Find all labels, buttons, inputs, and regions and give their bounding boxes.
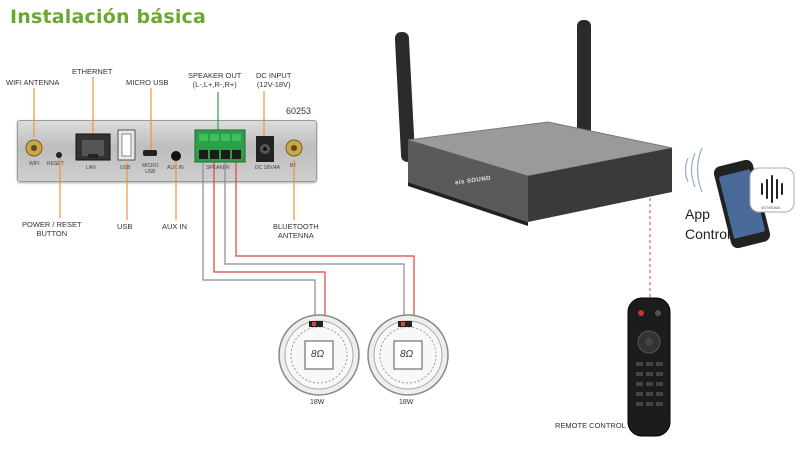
label-usb: USB	[117, 222, 133, 231]
label-speaker-out: SPEAKER OUT (L-,L+,R-,R+)	[188, 71, 241, 89]
panel-label-speaker: SPEAKER	[206, 165, 230, 171]
label-speaker-out-line1: SPEAKER OUT	[188, 71, 242, 80]
speaker-left	[278, 314, 360, 396]
remote-control-label: REMOTE CONTROL	[555, 421, 626, 430]
label-power-reset-line1: POWER / RESET	[22, 220, 82, 229]
panel-label-dc: DC 18V/4A	[255, 165, 281, 171]
label-micro-usb: MICRO USB	[126, 78, 169, 87]
panel-label-lan: LAN	[86, 165, 96, 171]
label-dc-input-line1: DC INPUT	[256, 71, 292, 80]
bluetooth-antenna-connector	[285, 139, 303, 157]
label-aux-in: AUX IN	[162, 222, 188, 231]
streamer-device	[394, 20, 673, 226]
remote-control-icon	[627, 297, 671, 437]
app-icon-text: 4STREAM	[761, 205, 780, 210]
panel-label-micro-usb: MICRO USB	[142, 163, 159, 175]
usb-port	[117, 129, 136, 161]
label-bluetooth-line2: ANTENNA	[277, 231, 314, 240]
micro-usb-port	[143, 150, 157, 156]
app-control-line1: App	[685, 206, 710, 222]
speaker-right-power: 18W	[399, 399, 414, 406]
panel-label-bt: BT	[290, 163, 297, 169]
lan-port	[75, 133, 111, 161]
panel-label-micro-line1: MICRO	[142, 163, 159, 169]
model-number: 60253	[286, 106, 312, 116]
speaker-left-impedance: 8Ω	[311, 349, 325, 360]
label-speaker-out-line2: (L-,L+,R-,R+)	[192, 80, 237, 89]
label-power-reset: POWER / RESET BUTTON	[22, 220, 82, 238]
reset-button-icon	[56, 152, 62, 158]
label-bluetooth-antenna: BLUETOOTH ANTENNA	[273, 222, 319, 240]
speaker-wires	[202, 162, 415, 320]
label-wifi-antenna: WIFI ANTENNA	[6, 78, 60, 87]
wireless-signal-icon	[684, 147, 703, 193]
panel-label-aux-in: AUX IN	[167, 165, 184, 171]
wifi-antenna-connector	[25, 139, 43, 157]
speaker-right	[367, 314, 449, 396]
app-control-label: App Control	[685, 204, 730, 244]
panel-label-usb: USB	[120, 165, 131, 171]
speaker-terminal-block	[194, 129, 246, 163]
label-dc-input-line2: (12V-18V)	[256, 80, 291, 89]
panel-label-wifi: WIFI	[29, 161, 40, 167]
app-control-line2: Control	[685, 226, 731, 242]
leader-lines	[33, 77, 295, 220]
label-dc-input: DC INPUT (12V-18V)	[256, 71, 291, 89]
label-power-reset-line2: BUTTON	[36, 229, 68, 238]
speaker-right-impedance: 8Ω	[400, 349, 414, 360]
app-icon	[749, 167, 795, 213]
speaker-left-power: 18W	[310, 399, 325, 406]
label-bluetooth-line1: BLUETOOTH	[273, 222, 319, 231]
label-ethernet: ETHERNET	[72, 67, 113, 76]
page-title: Instalación básica	[10, 6, 207, 28]
panel-label-reset: RESET	[47, 161, 64, 167]
aux-in-jack	[171, 151, 181, 161]
dc-input-jack	[256, 136, 274, 162]
panel-label-micro-line2: USB	[145, 169, 156, 175]
